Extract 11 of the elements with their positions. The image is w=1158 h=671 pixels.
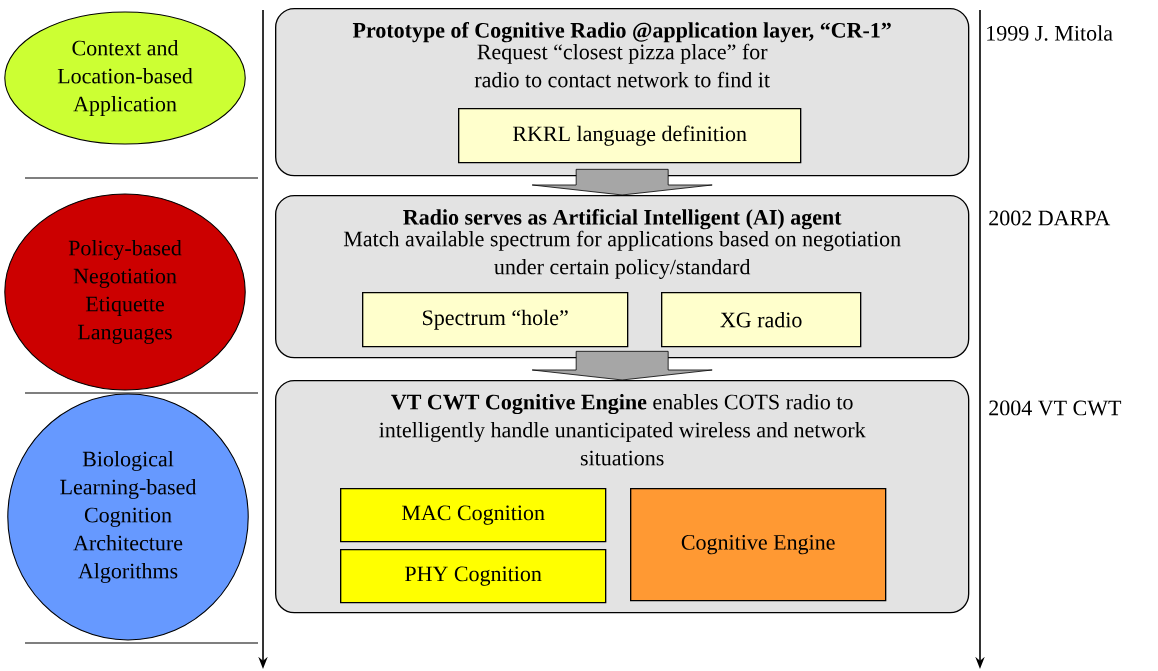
component-box: Spectrum “hole” xyxy=(362,292,629,348)
block-arrow xyxy=(531,350,713,381)
block-arrow xyxy=(531,168,713,196)
component-box: XG radio xyxy=(661,292,862,348)
component-box: PHY Cognition xyxy=(340,549,607,604)
component-box: Cognitive Engine xyxy=(630,488,887,602)
year-label: 2004 VT CWT xyxy=(989,400,1122,416)
year-label: 1999 J. Mitola xyxy=(987,25,1113,41)
year-label: 2002 DARPA xyxy=(989,210,1111,226)
component-box: MAC Cognition xyxy=(340,488,607,543)
component-box: RKRL language definition xyxy=(458,108,802,164)
